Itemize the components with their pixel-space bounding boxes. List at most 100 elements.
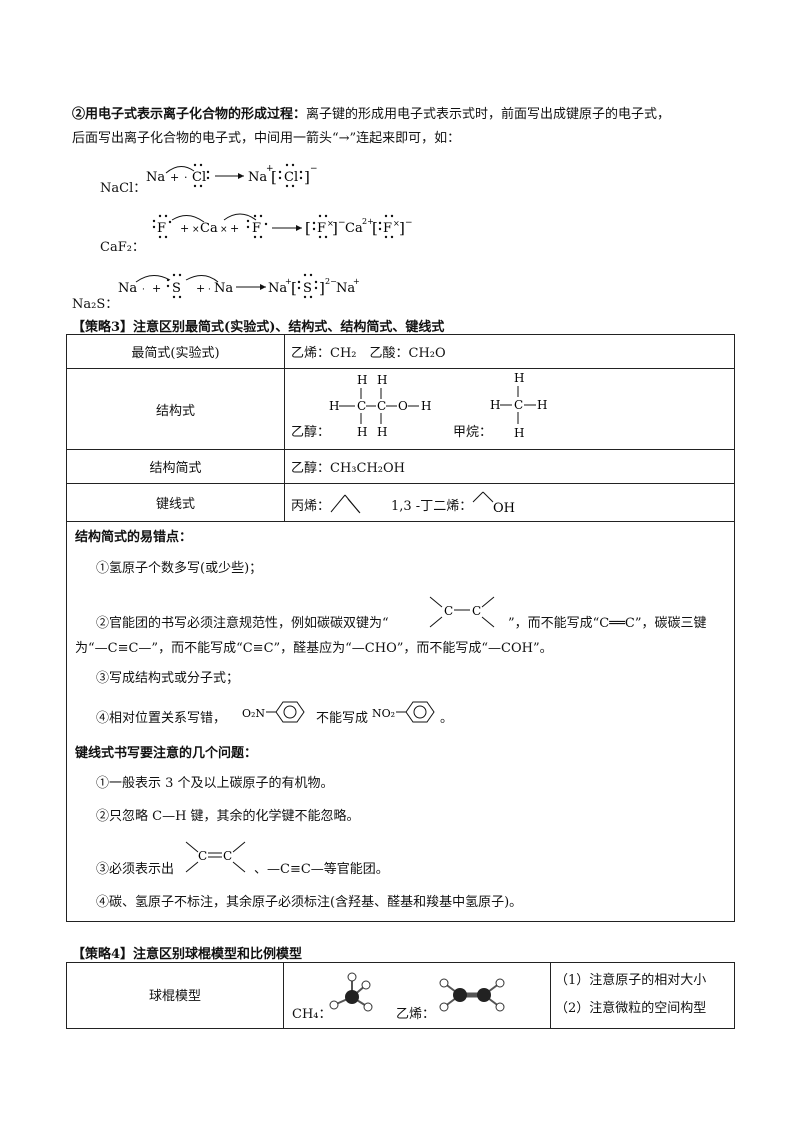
model-note-1: （1）注意原子的相对大小 <box>555 973 707 988</box>
table-row: 最简式(实验式) 乙烯：CH₂ 乙酸：CH₂O <box>66 334 735 369</box>
svg-text:Cl: Cl <box>284 170 298 185</box>
row-label-structural: 结构式 <box>66 368 285 450</box>
svg-text:]: ] <box>399 219 405 237</box>
svg-text:H: H <box>490 398 500 412</box>
note-item-2a: ②官能团的书写必须注意规范性，例如碳碳双键为“ <box>96 616 389 631</box>
svg-text:NO₂: NO₂ <box>372 707 395 720</box>
svg-text:]: ] <box>304 168 310 186</box>
row-label-simplest: 最简式(实验式) <box>66 334 285 369</box>
note-item-8: ④碳、氢原子不标注，其余原子必须标注(含羟基、醛基和羧基中氢原子)。 <box>96 895 523 910</box>
svg-text:2+: 2+ <box>362 217 374 226</box>
svg-text:H: H <box>377 425 387 439</box>
table-row: 键线式 丙烯： 1,3 -丁二烯： OH <box>66 483 735 522</box>
svg-text:]: ] <box>319 279 325 297</box>
row-content-simplest: 乙烯：CH₂ 乙酸：CH₂O <box>284 334 735 369</box>
svg-text:F: F <box>383 221 392 236</box>
butadiene-label: 1,3 -丁二烯： <box>391 499 473 514</box>
note-item-4b: 不能写成 <box>316 711 369 726</box>
svg-text:C: C <box>514 398 523 412</box>
svg-text:H: H <box>421 399 431 413</box>
hydroxyl-skeletal: OH <box>472 491 515 516</box>
table-row: 结构简式 乙醇：CH₃CH₂OH <box>66 449 735 484</box>
methane-structure: H H C H H <box>490 371 547 440</box>
svg-text:+: + <box>230 222 239 235</box>
note-item-6: ②只忽略 C—H 键，其余的化学键不能忽略。 <box>96 809 360 824</box>
svg-text:+: + <box>196 282 205 295</box>
methane-label: 甲烷： <box>453 425 493 440</box>
svg-text:−: − <box>405 218 413 228</box>
strategy3-title: 【策略3】注意区别最简式(实验式)、结构式、结构简式、键线式 <box>72 320 445 335</box>
svg-text:+: + <box>180 222 189 235</box>
o2n-benzene-drawing: O₂N <box>242 701 305 723</box>
svg-text:F: F <box>252 221 261 236</box>
nacl-label: NaCl： <box>100 181 147 196</box>
ethylene-ball-stick-model <box>439 978 505 1012</box>
svg-text:Na: Na <box>214 281 233 296</box>
svg-text:H: H <box>377 373 387 387</box>
svg-text:C: C <box>223 849 232 863</box>
strategy4-title: 【策略4】注意区别球棍模型和比例模型 <box>72 947 303 962</box>
svg-text:F: F <box>317 221 326 236</box>
cc-double-bond-drawing: C C <box>429 596 495 628</box>
svg-text:H: H <box>514 371 524 385</box>
caf2-label: CaF₂： <box>100 240 145 255</box>
svg-text:H: H <box>514 426 524 440</box>
propene-skeletal <box>330 494 361 514</box>
svg-text:−: − <box>338 218 346 228</box>
svg-text:H: H <box>357 373 367 387</box>
note-item-7a: ③必须表示出 <box>96 862 175 877</box>
notes-title-2: 键线式书写要注意的几个问题： <box>75 746 258 761</box>
svg-text:+: + <box>285 277 292 286</box>
svg-text:H: H <box>537 398 547 412</box>
caf2-electron-formula: F + × Ca × + F [ F × ] − Ca 2+ [ F × ] − <box>152 213 413 239</box>
svg-text:S: S <box>303 281 312 296</box>
cc-double-bond-drawing-2: C C <box>185 841 246 873</box>
svg-text:Na: Na <box>248 170 267 185</box>
intro-paragraph: ②用电子式表示离子化合物的形成过程：离子键的形成用电子式表示式时，前面写出成键原… <box>72 103 732 151</box>
svg-text:F: F <box>157 221 166 236</box>
ch4-label: CH₄： <box>292 1007 332 1022</box>
svg-text:[: [ <box>291 279 297 297</box>
svg-text:+: + <box>152 282 161 295</box>
row-label-condensed: 结构简式 <box>66 449 285 484</box>
svg-text:[: [ <box>372 219 378 237</box>
svg-text:C: C <box>198 849 207 863</box>
svg-text:H: H <box>357 425 367 439</box>
model-note-2: （2）注意微粒的空间构型 <box>555 1001 707 1016</box>
svg-text:Na: Na <box>146 170 165 185</box>
na2s-electron-formula: Na · + S + · Na Na + [ S ] 2− Na + <box>118 273 360 299</box>
svg-text:C: C <box>472 604 481 618</box>
note-item-1: ①氢原子个数多写(或少些)； <box>96 561 263 576</box>
row-content-skeletal: 丙烯： 1,3 -丁二烯： OH <box>284 483 735 522</box>
svg-text:C: C <box>444 604 453 618</box>
svg-text:C: C <box>357 399 366 413</box>
svg-text:+: + <box>353 277 360 286</box>
svg-text:·: · <box>208 285 211 295</box>
na2s-label: Na₂S： <box>72 297 119 312</box>
svg-text:+: + <box>170 171 179 184</box>
svg-text:C: C <box>377 399 386 413</box>
note-item-4a: ④相对位置关系写错， <box>96 711 227 726</box>
intro-text-1: 离子键的形成用电子式表示式时，前面写出成键原子的电子式， <box>306 107 671 122</box>
svg-text:+: + <box>266 164 274 174</box>
svg-text:·: · <box>142 285 145 295</box>
note-item-2b: ”，而不能写成“C══C”，碳碳三键 <box>508 616 707 631</box>
intro-heading: ②用电子式表示离子化合物的形成过程： <box>72 107 307 122</box>
svg-text:×: × <box>220 225 228 235</box>
svg-text:S: S <box>172 281 181 296</box>
svg-text:Na: Na <box>118 281 137 296</box>
svg-text:Ca: Ca <box>345 221 363 236</box>
svg-text:−: − <box>310 164 318 174</box>
svg-text:·: · <box>184 171 188 184</box>
svg-text:×: × <box>192 225 200 235</box>
svg-text:2−: 2− <box>325 277 337 286</box>
row-content-condensed: 乙醇：CH₃CH₂OH <box>284 449 735 484</box>
row-content-ball-stick: CH₄： 乙烯： <box>283 962 551 1029</box>
svg-text:]: ] <box>332 219 338 237</box>
svg-text:×: × <box>393 219 400 228</box>
svg-text:Cl: Cl <box>192 170 206 185</box>
row-label-ball-stick: 球棍模型 <box>66 962 284 1029</box>
